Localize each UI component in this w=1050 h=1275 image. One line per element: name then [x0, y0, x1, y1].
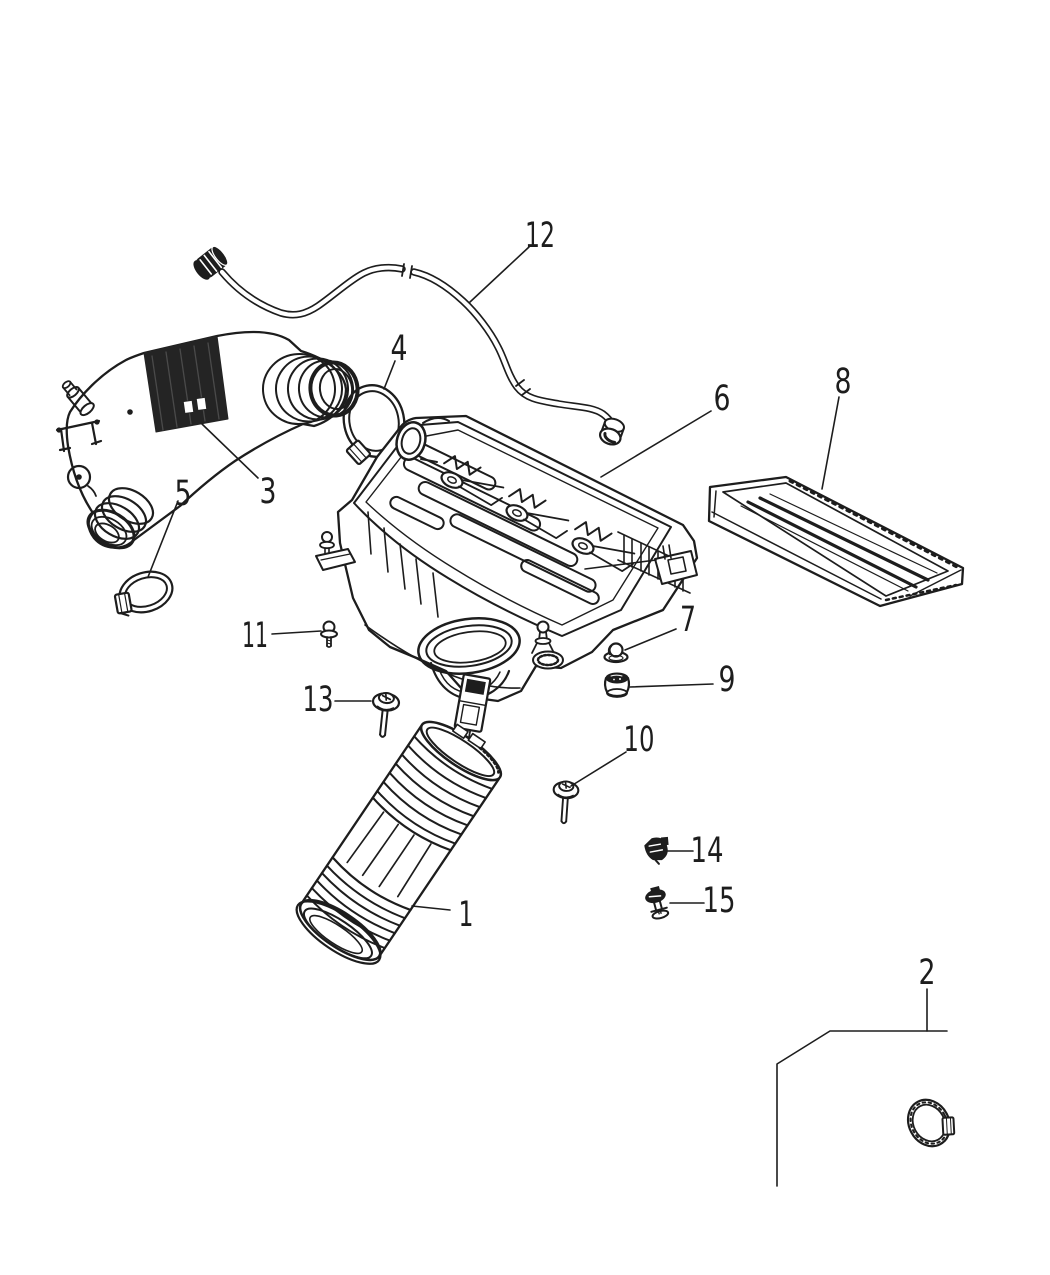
callout-1-label: 1	[459, 895, 474, 935]
isolator-bushing-9	[603, 672, 631, 698]
callout-11-leader	[271, 630, 322, 635]
callout-1-leader	[411, 905, 451, 911]
hose-clamp-2	[906, 1098, 956, 1148]
callout-4-leader	[383, 360, 396, 390]
callout-13-label: 13	[303, 680, 334, 720]
callout-10-label: 10	[624, 720, 655, 760]
callout-9-label: 9	[719, 660, 736, 700]
air-intake-tube	[55, 330, 360, 550]
grommet-7	[603, 642, 629, 664]
tube-port-hole	[66, 464, 92, 490]
callout-5-label: 5	[175, 474, 192, 514]
retaining-clip-15	[645, 885, 670, 920]
stud-bolt-11	[320, 620, 338, 648]
retaining-clip-14	[644, 836, 669, 865]
callout-14-label: 14	[691, 831, 724, 871]
callout-12-leader	[469, 246, 530, 303]
callout-4-label: 4	[391, 329, 408, 369]
callout-6-leader	[600, 410, 712, 478]
air-filter-element	[707, 475, 965, 608]
callout-7-leader	[624, 628, 677, 651]
tube-inlet-end	[86, 487, 155, 550]
front-mounting-stud	[531, 620, 564, 670]
callout-9-leader	[629, 683, 714, 688]
left-mounting-stud	[315, 531, 356, 571]
hose-elbow-fitting	[598, 417, 625, 446]
callout-11-label: 11	[242, 616, 268, 656]
air-cleaner-housing	[315, 414, 699, 738]
callout-labels: 1 2 3 4 5 6 7 8 9 10 11 12 13 14 15	[175, 216, 936, 993]
callout-6-label: 6	[714, 379, 731, 419]
callout-10-leader	[570, 751, 627, 787]
air-outlet-duct	[295, 720, 503, 965]
callout-3-leader	[201, 423, 259, 479]
callout-12-label: 12	[525, 216, 555, 256]
hose-quick-connector	[193, 245, 229, 280]
hose-clamp-5	[113, 570, 174, 617]
callout-8-label: 8	[835, 362, 852, 402]
callout-7-label: 7	[680, 600, 696, 640]
make-up-air-hose	[193, 245, 625, 446]
callout-5-leader	[147, 500, 179, 578]
tube-bellows-end	[262, 352, 360, 426]
callout-2-bracket	[776, 1030, 948, 1187]
corrugated-sleeve	[143, 335, 229, 433]
callout-8-leader	[821, 396, 840, 490]
leader-lines	[147, 246, 928, 1032]
callout-2-label: 2	[919, 953, 936, 993]
callout-3-label: 3	[260, 472, 277, 512]
intake-air-sensor	[55, 380, 103, 453]
callout-15-label: 15	[703, 881, 736, 921]
housing-inlet-snout	[395, 421, 427, 461]
